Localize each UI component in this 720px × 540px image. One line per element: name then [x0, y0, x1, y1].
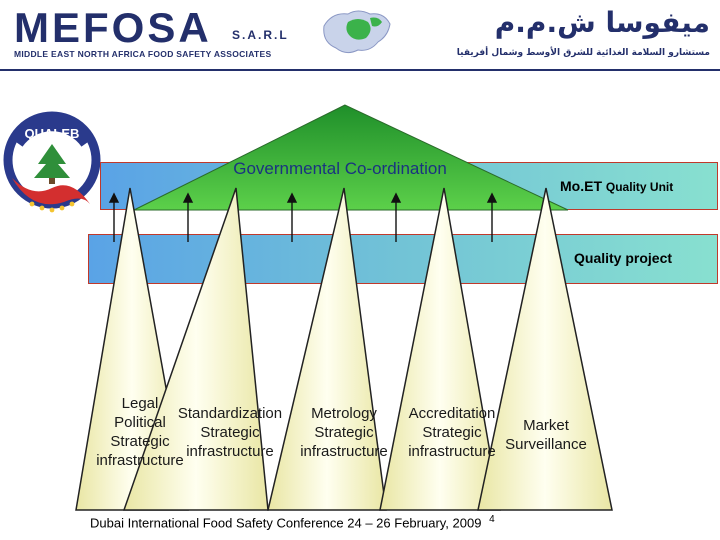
pillar-market-surveillance: [477, 187, 613, 511]
pillar-line: Legal: [121, 395, 159, 412]
stars-icon: [29, 201, 75, 213]
pillar-line: Metrology: [311, 405, 377, 422]
arrows: [108, 192, 498, 242]
footer: Dubai International Food Safety Conferen…: [90, 514, 495, 530]
pillar-line: Standardization: [177, 405, 283, 422]
cedar-icon: [34, 144, 70, 178]
moet-label: Mo.ET Quality Unit: [560, 178, 673, 194]
pillar-label-metrology: Metrology Strategic infrastructure: [286, 404, 402, 461]
pillar-line: Market: [523, 417, 569, 434]
quality-project-label: Quality project: [574, 250, 673, 266]
logo-text: QUALEB: [25, 126, 80, 141]
header: MEFOSA S.A.R.L MIDDLE EAST NORTH AFRICA …: [0, 0, 720, 72]
brand-arabic-subtitle: مستشارو السلامة الغذائية للشرق الأوسط وش…: [456, 48, 710, 58]
pillar-label-legal: Legal Political Strategic infrastructure: [82, 394, 198, 470]
pillar-line: infrastructure: [186, 443, 274, 460]
pillar-line: Political: [114, 414, 166, 431]
pillar-label-accreditation: Accreditation Strategic infrastructure: [394, 404, 510, 461]
brand-subtitle: MIDDLE EAST NORTH AFRICA FOOD SAFETY ASS…: [14, 49, 272, 59]
footer-text: Dubai International Food Safety Conferen…: [90, 515, 482, 531]
pillar-standardization: [122, 187, 269, 511]
quality-project-bar: [88, 234, 718, 284]
pillar-label-standardization: Standardization Strategic infrastructure: [172, 404, 288, 461]
pillar-line: Strategic: [314, 424, 374, 441]
header-divider: [0, 69, 720, 71]
pillar-accreditation: [379, 187, 501, 511]
pillar-line: Strategic: [200, 424, 260, 441]
pillar-line: infrastructure: [300, 443, 388, 460]
qualeb-logo: QUALEB: [3, 111, 101, 213]
pillar-metrology: [267, 187, 387, 511]
slide-number: 4: [489, 514, 495, 525]
pillars: [75, 187, 613, 511]
brand-suffix: S.A.R.L: [232, 28, 289, 42]
brand-arabic: ميفوسا ش.م.م: [494, 6, 710, 39]
pillar-label-market-surveillance: Market Surveillance: [496, 416, 596, 454]
brand-name: MEFOSA: [14, 4, 212, 51]
swoosh-icon: [12, 178, 90, 205]
moet-label-main: Mo.ET: [560, 178, 602, 194]
pillar-line: Surveillance: [505, 436, 587, 453]
pillar-line: infrastructure: [408, 443, 496, 460]
pillar-line: Strategic: [422, 424, 482, 441]
pillar-line: infrastructure: [96, 452, 184, 469]
apex-triangle: [133, 104, 569, 211]
world-map-icon: [323, 10, 391, 54]
apex-label: Governmental Co-ordination: [233, 159, 447, 178]
pillar-line: Accreditation: [408, 405, 496, 422]
moet-label-small: Quality Unit: [605, 180, 674, 194]
pillar-line: Strategic: [110, 433, 170, 450]
